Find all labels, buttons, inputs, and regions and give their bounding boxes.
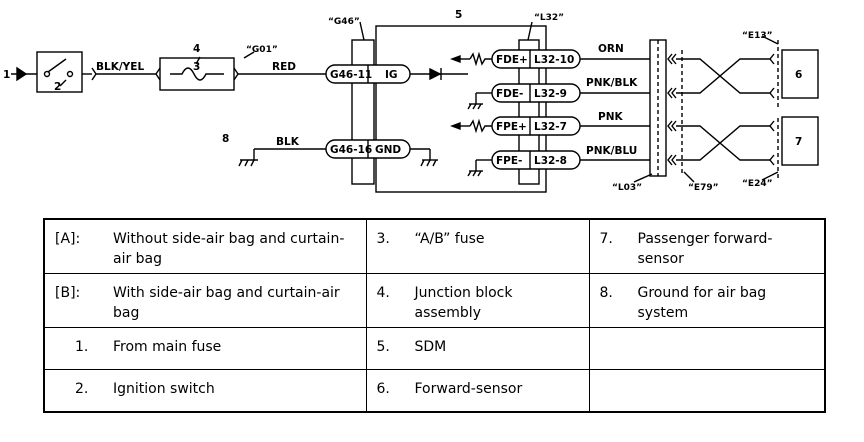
wire-orn: ORN — [598, 43, 624, 55]
legend-item-8: 8. Ground for air bag system — [590, 274, 825, 323]
pin-label-g46-11: G46-11 — [330, 69, 372, 81]
legend-item-b: [B]: With side-air bag and curtain-air ba… — [45, 274, 366, 323]
legend-key: [B]: — [55, 285, 81, 301]
pin-l32-9: L32-9 — [534, 88, 567, 100]
connector-tag-g01: “G01” — [246, 45, 278, 55]
legend-key: 3. — [376, 231, 390, 247]
wire-blk: BLK — [276, 136, 300, 148]
twisted-pair-front — [676, 58, 770, 94]
legend-text: SDM — [414, 339, 447, 355]
signal-fde-minus: FDE- — [496, 88, 523, 100]
wire-pnk-blu: PNK/BLU — [586, 145, 637, 157]
passenger-forward-sensor-7 — [781, 116, 819, 166]
legend-text: “A/B” fuse — [414, 231, 485, 247]
legend-item-1: 1. From main fuse — [45, 328, 366, 357]
legend-item-2: 2. Ignition switch — [45, 370, 366, 399]
g46-connector — [351, 39, 375, 185]
legend-item-5: 5. SDM — [367, 328, 589, 357]
callout-6: 6 — [795, 69, 802, 81]
callout-3: 3 — [193, 61, 200, 73]
pin-l32-10: L32-10 — [534, 54, 574, 66]
legend-key: 6. — [376, 381, 390, 397]
callout-8: 8 — [222, 133, 229, 145]
wire-red: RED — [272, 61, 296, 73]
l32-connector — [518, 39, 540, 185]
diode-icon — [429, 67, 442, 81]
ignition-switch-symbol — [36, 51, 83, 93]
connector-tag-e13: “E13” — [742, 31, 773, 41]
connector-tag-l03: “L03” — [612, 183, 642, 193]
legend-item-a: [A]: Without side-air bag and curtain-air… — [45, 220, 366, 269]
connector-tag-l32: “L32” — [534, 13, 564, 23]
callout-7: 7 — [795, 136, 802, 148]
wire-blk-yel: BLK/YEL — [96, 61, 144, 73]
legend-key: 4. — [376, 285, 390, 301]
wiring-diagram: 1 2 3 4 5 6 7 8 BLK/YEL RED BLK ORN PNK/… — [3, 9, 819, 193]
legend-text: Ignition switch — [113, 381, 215, 397]
legend-item-4: 4. Junction block assembly — [367, 274, 589, 323]
pin-label-ig: IG — [385, 69, 398, 81]
legend-table: [A]: Without side-air bag and curtain-air… — [43, 218, 826, 413]
connector-tag-e79: “E79” — [688, 183, 719, 193]
legend-key: [A]: — [55, 231, 81, 247]
sdm-box — [375, 25, 547, 193]
legend-item-3: 3. “A/B” fuse — [367, 220, 589, 249]
pin-l32-8: L32-8 — [534, 155, 567, 167]
legend-row: 1. From main fuse 5. SDM — [43, 327, 826, 370]
connector-tag-e24: “E24” — [742, 179, 773, 189]
signal-fpe-minus: FPE- — [496, 155, 522, 167]
legend-text: Ground for air bag system — [637, 285, 767, 321]
legend-text: Without side-air bag and curtain-air bag — [113, 231, 345, 267]
legend-key: 7. — [599, 231, 613, 247]
legend-text: Forward-sensor — [414, 381, 523, 397]
legend-key: 1. — [75, 339, 89, 355]
signal-fpe-plus: FPE+ — [496, 121, 527, 133]
forward-sensor-6 — [781, 49, 819, 99]
pin-l32-7: L32-7 — [534, 121, 567, 133]
callout-5: 5 — [455, 9, 462, 21]
connector-tag-g46: “G46” — [328, 17, 360, 27]
legend-key: 5. — [376, 339, 390, 355]
callout-1: 1 — [3, 69, 10, 81]
legend-row: [B]: With side-air bag and curtain-air ba… — [43, 273, 826, 328]
legend-item-7: 7. Passenger forward-sensor — [590, 220, 825, 269]
wire-pnk: PNK — [598, 111, 623, 123]
signal-fde-plus: FDE+ — [496, 54, 528, 66]
legend-row: 2. Ignition switch 6. Forward-sensor — [43, 369, 826, 413]
wire-pnk-blk: PNK/BLK — [586, 77, 638, 89]
legend-item-6: 6. Forward-sensor — [367, 370, 589, 399]
legend-text: Passenger forward-sensor — [637, 231, 773, 267]
legend-text: Junction block assembly — [414, 285, 513, 321]
legend-text: With side-air bag and curtain-air bag — [113, 285, 340, 321]
pin-label-g46-16: G46-16 — [330, 144, 372, 156]
pin-label-gnd: GND — [375, 144, 401, 156]
fuse-icon — [170, 67, 224, 81]
legend-key: 2. — [75, 381, 89, 397]
legend-text: From main fuse — [113, 339, 222, 355]
legend-empty — [590, 370, 825, 379]
twisted-pair-passenger — [676, 125, 770, 161]
callout-4: 4 — [193, 43, 200, 55]
legend-row: [A]: Without side-air bag and curtain-air… — [43, 218, 826, 274]
callout-2: 2 — [54, 81, 61, 93]
input-arrow-icon — [16, 66, 28, 82]
legend-empty — [590, 328, 825, 337]
legend-key: 8. — [599, 285, 613, 301]
